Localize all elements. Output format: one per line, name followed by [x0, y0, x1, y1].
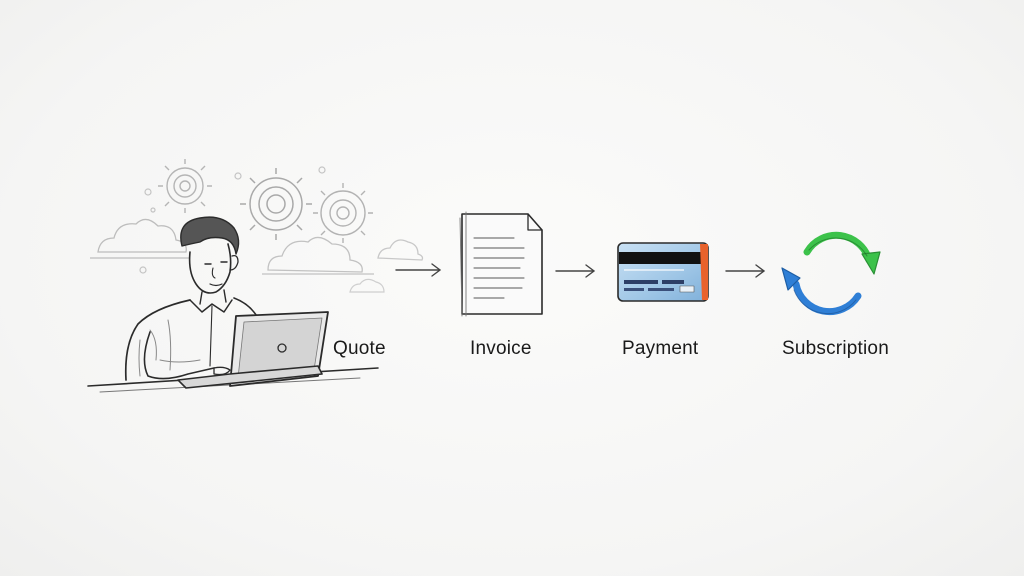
decorative-dots — [139, 166, 326, 274]
recurring-cycle-icon — [781, 231, 881, 316]
person-at-laptop-icon — [87, 216, 379, 393]
step-label-quote: Quote — [333, 338, 386, 359]
cloud-icon — [349, 278, 385, 293]
arrow-icon — [725, 264, 766, 278]
arrow-icon — [395, 263, 442, 277]
step-label-invoice: Invoice — [470, 338, 532, 359]
credit-card-icon — [617, 242, 709, 302]
gear-icon — [240, 168, 312, 240]
gear-icon — [158, 159, 212, 213]
step-label-payment: Payment — [622, 338, 699, 359]
step-label-subscription: Subscription — [782, 338, 889, 359]
document-icon — [459, 211, 543, 317]
gear-icon — [313, 183, 373, 243]
cloud-icon — [377, 239, 424, 261]
cloud-icon — [90, 218, 190, 259]
arrow-icon — [555, 264, 596, 278]
cloud-icon — [262, 236, 374, 275]
